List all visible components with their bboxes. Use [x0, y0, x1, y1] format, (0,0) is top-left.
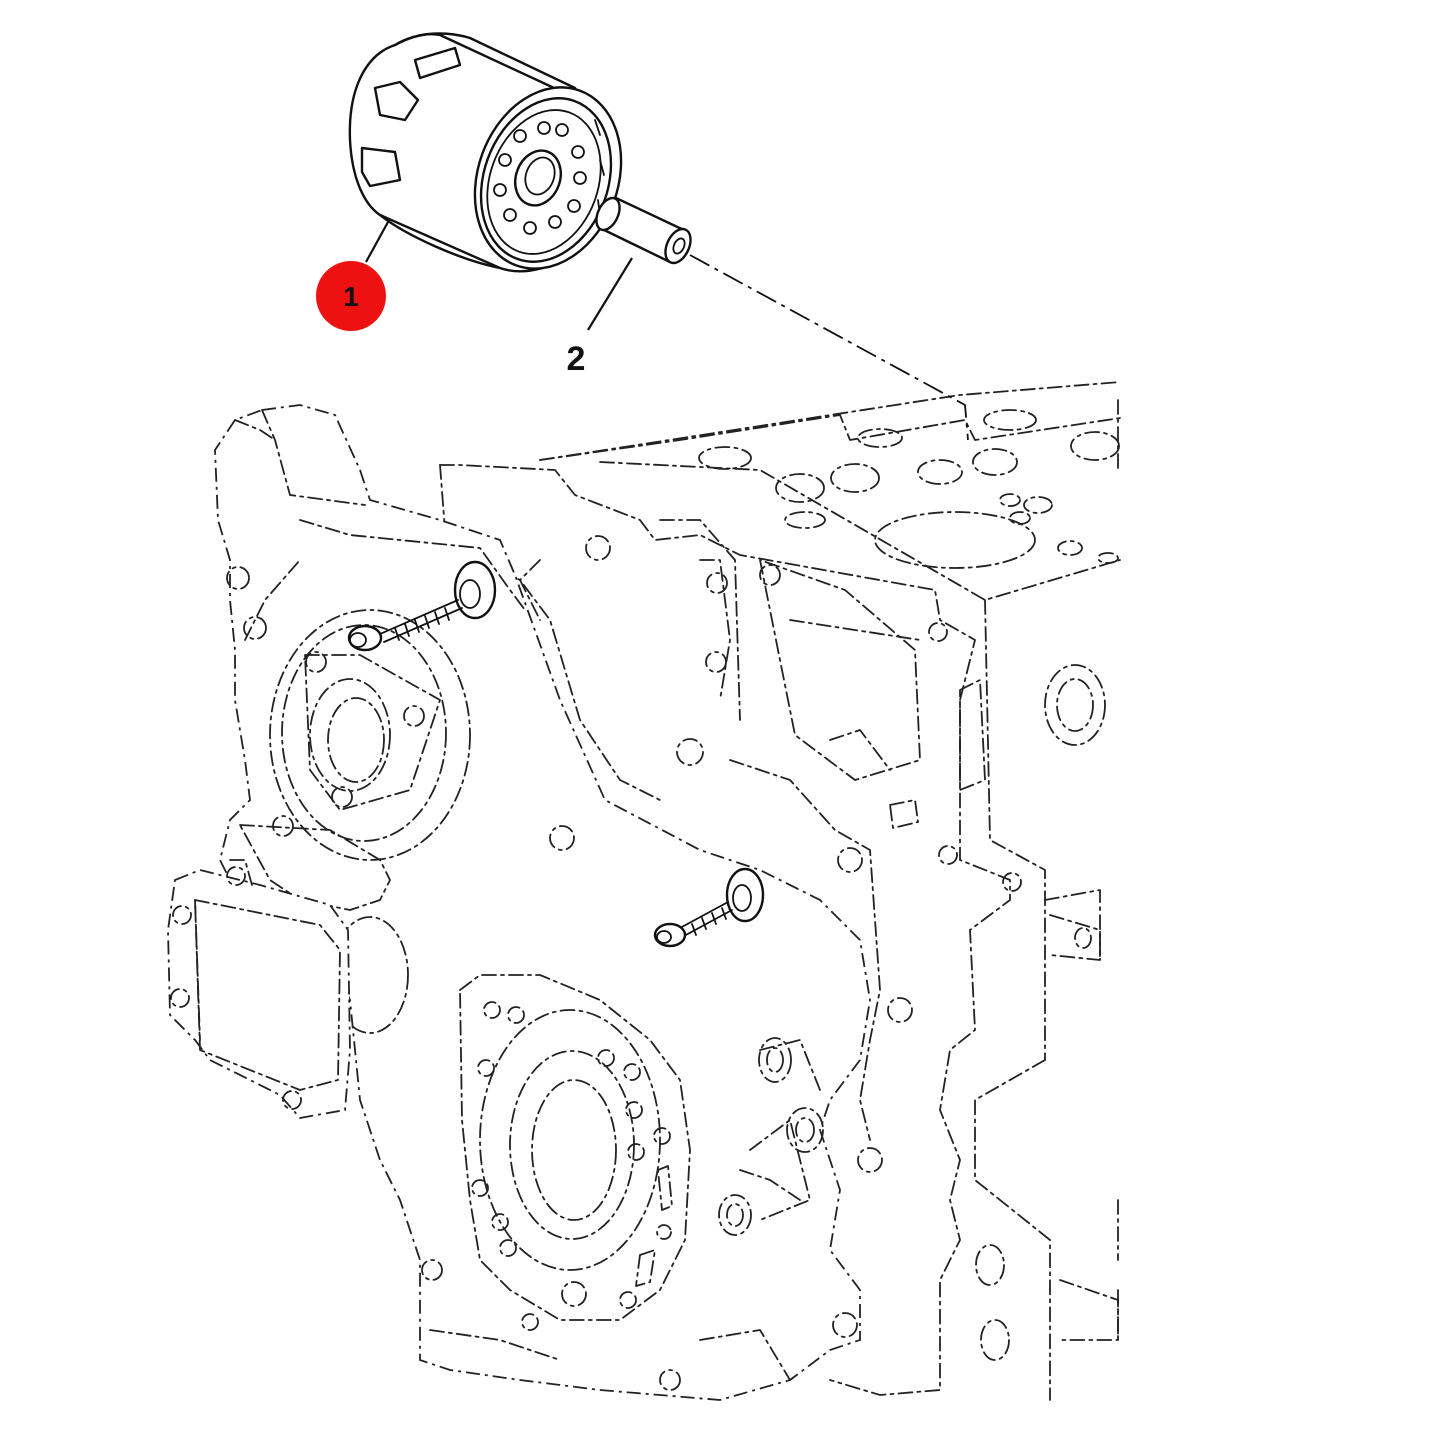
bolt-upper	[347, 560, 497, 652]
callout-2-label[interactable]: 2	[567, 340, 586, 378]
callout-1-badge[interactable]	[316, 261, 386, 331]
engine-block	[539, 381, 1121, 1401]
front-pump-flange	[459, 974, 691, 1331]
filter-inlet-holes	[493, 121, 587, 235]
sensor-cover	[167, 859, 351, 1119]
bolt-lower	[653, 867, 765, 948]
oil-filter	[348, 32, 623, 273]
callout-1-label: 1	[343, 281, 359, 312]
callout-1-leader	[365, 221, 389, 263]
callout-2-leader	[587, 257, 633, 331]
callout-2[interactable]: 2	[567, 257, 633, 378]
callout-1[interactable]: 1	[316, 221, 389, 331]
engine-assembly	[167, 381, 1121, 1401]
cover-bolts	[347, 560, 765, 948]
assembly-axis-line	[689, 254, 969, 441]
filter-adapter-nipple	[595, 196, 692, 265]
timing-cover	[214, 404, 913, 1401]
gasket-plate	[439, 464, 1022, 1396]
